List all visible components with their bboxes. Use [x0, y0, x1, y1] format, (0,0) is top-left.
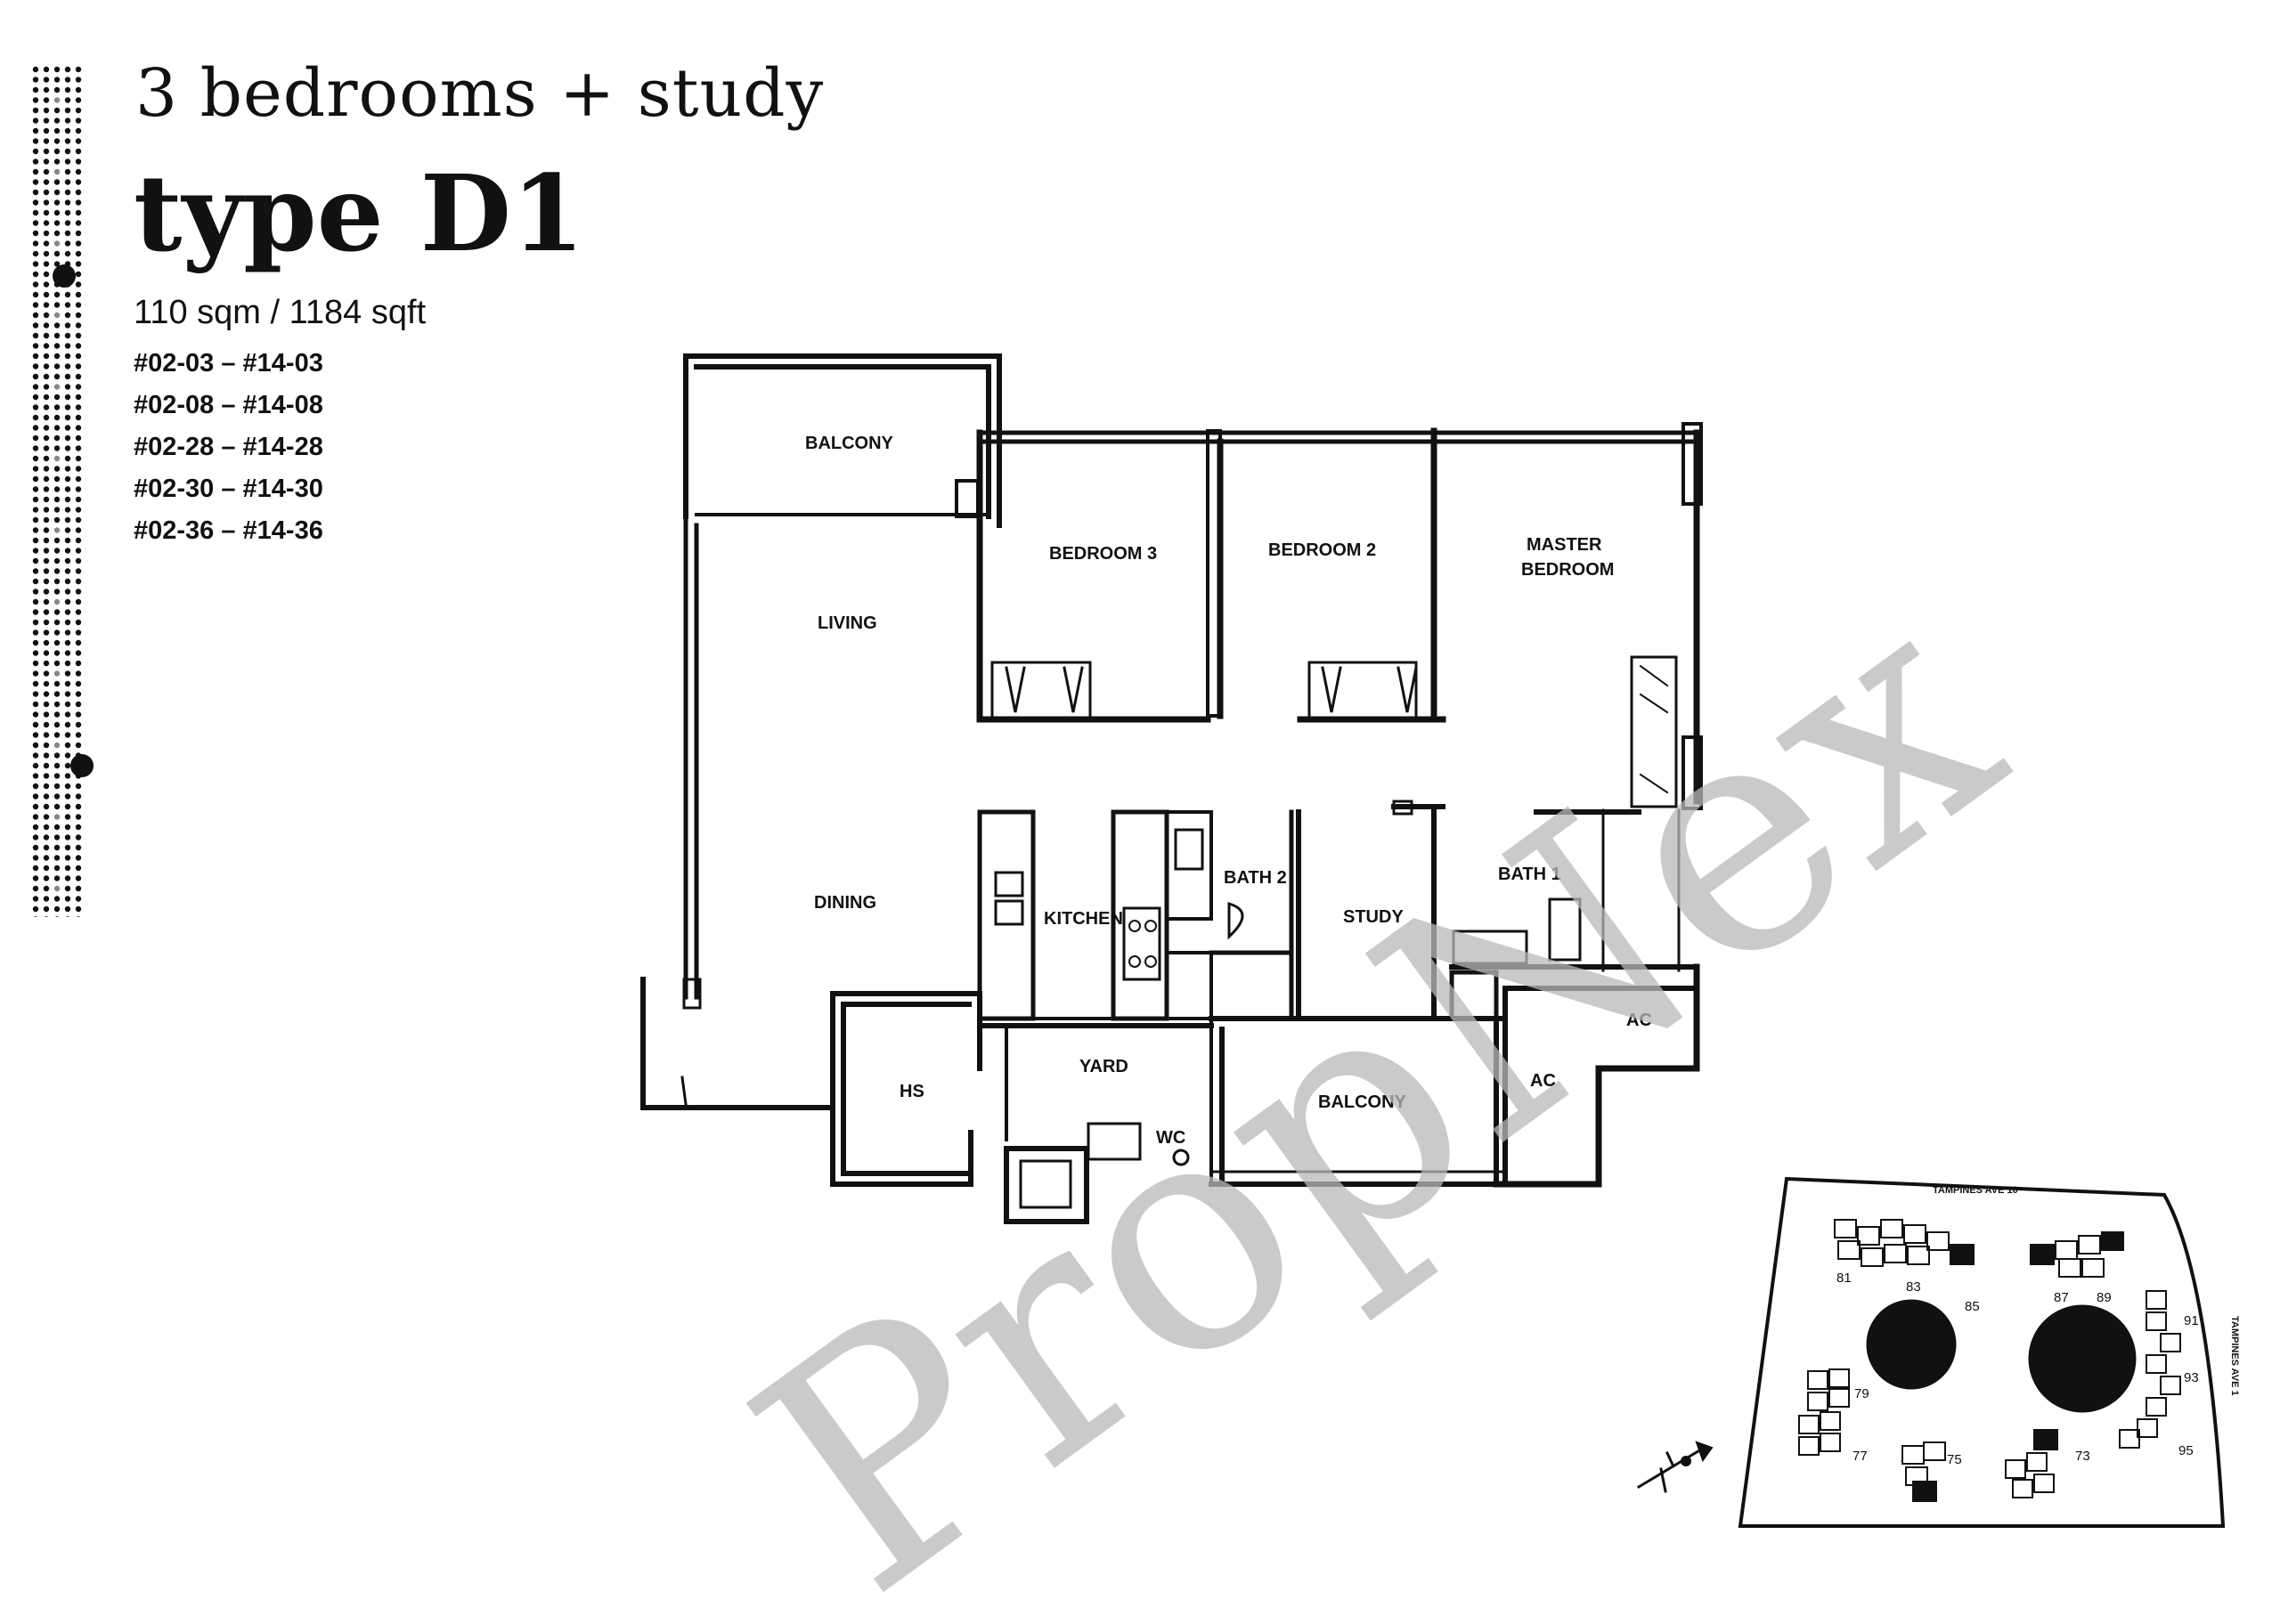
block-number: 93	[2184, 1370, 2199, 1385]
bath1-wall	[1449, 809, 1699, 970]
room-label-bedroom3: BEDROOM 3	[1049, 544, 1157, 564]
yard-wall	[1005, 1017, 1213, 1186]
room-label-wc: WC	[1156, 1128, 1185, 1148]
master-bedroom-right-wall	[1493, 429, 1700, 1188]
room-label-master-line1: MASTER	[1527, 535, 1602, 555]
room-label-bath2: BATH 2	[1224, 868, 1287, 888]
room-label-study: STUDY	[1343, 907, 1404, 927]
unit-range-item: #02-03 – #14-03	[134, 349, 323, 378]
room-label-balcony-top: BALCONY	[805, 434, 894, 453]
road-label-right: TAMPINES AVE 1	[2229, 1316, 2240, 1396]
wc-toilet	[1087, 1122, 1142, 1161]
site-boundary	[1738, 1176, 2226, 1528]
room-label-balcony-bottom: BALCONY	[1318, 1092, 1407, 1112]
bath2-fixtures	[1165, 810, 1213, 921]
block-number: 95	[2178, 1443, 2194, 1458]
unit-range-item: #02-30 – #14-30	[134, 475, 323, 503]
block-number: 73	[2075, 1449, 2090, 1464]
hs-wall	[830, 991, 982, 1187]
room-label-ac-upper: AC	[1626, 1011, 1652, 1030]
pool-right	[2028, 1304, 2137, 1413]
block-number: 85	[1965, 1299, 1980, 1314]
unit-range-item: #02-28 – #14-28	[134, 433, 323, 461]
block-number: 87	[2054, 1290, 2069, 1305]
bath2-wall	[1209, 809, 1294, 1021]
room-label-dining: DINING	[814, 893, 876, 913]
bedroom-row-top-wall	[977, 430, 1699, 444]
room-label-ac-lower: AC	[1530, 1071, 1556, 1091]
block-number: 89	[2097, 1290, 2112, 1305]
block-cluster	[1798, 1219, 2181, 1502]
room-label-kitchen: KITCHEN	[1044, 909, 1123, 929]
pool-left	[1866, 1299, 1957, 1390]
block-number: 81	[1836, 1271, 1852, 1286]
balcony-bottom-wall	[1209, 1016, 1508, 1187]
room-label-bath1: BATH 1	[1498, 865, 1561, 884]
room-label-yard: YARD	[1079, 1057, 1128, 1076]
unit-subtitle: 3 bedrooms + study	[135, 55, 825, 132]
dot-pattern-decoration	[32, 66, 94, 917]
bath1-tub	[1452, 930, 1528, 965]
room-label-bedroom2: BEDROOM 2	[1268, 540, 1376, 560]
unit-number-list: #02-03 – #14-03 #02-08 – #14-08 #02-28 –…	[134, 343, 323, 552]
unit-area: 110 sqm / 1184 sqft	[134, 294, 427, 331]
room-label-living: LIVING	[818, 613, 877, 633]
room-label-hs: HS	[900, 1082, 924, 1101]
north-arrow-icon	[1636, 1441, 1714, 1493]
road-label-top: TAMPINES AVE 10	[1933, 1185, 2018, 1196]
balcony-top-wall	[683, 353, 1002, 528]
block-number: 75	[1947, 1452, 1962, 1467]
living-left-wall	[683, 514, 699, 1000]
master-wardrobe	[1630, 655, 1678, 808]
yard-washer	[1004, 1146, 1089, 1224]
unit-range-item: #02-36 – #14-36	[134, 516, 323, 545]
kitchen-counter	[977, 809, 1036, 1021]
block-number: 77	[1852, 1449, 1868, 1464]
site-plan-key: TAMPINES AVE 10 TAMPINES AVE 1 81 83 85 …	[1738, 1176, 2240, 1528]
bedroom2-window	[1307, 661, 1418, 719]
block-number: 83	[1906, 1279, 1921, 1295]
unit-type-title: type D1	[134, 151, 585, 275]
unit-range-item: #02-08 – #14-08	[134, 391, 323, 419]
bath1-toilet	[1548, 897, 1582, 962]
bedroom3-window	[990, 661, 1092, 719]
block-number: 91	[2184, 1313, 2199, 1328]
room-label-master-line2: BEDROOM	[1521, 560, 1614, 580]
block-number: 79	[1854, 1386, 1869, 1401]
